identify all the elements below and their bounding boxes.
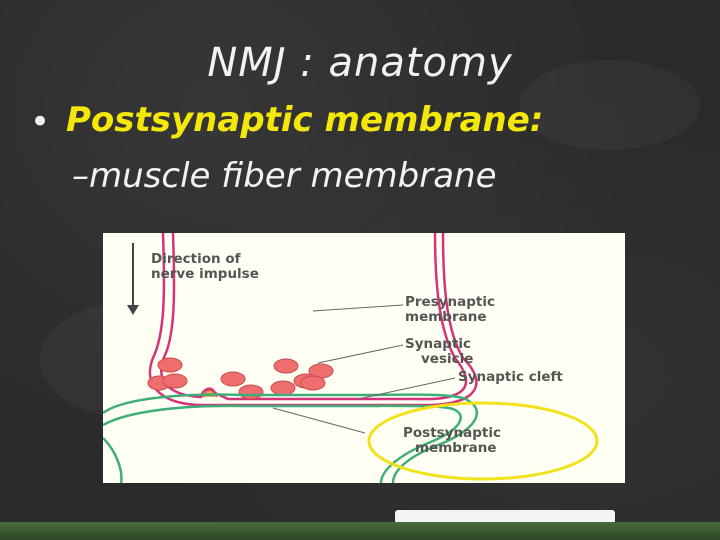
chalk-stick (395, 510, 615, 524)
sub-bullet-text: –muscle fiber membrane (72, 156, 497, 196)
direction-label-line1: Direction of (151, 251, 241, 267)
postsynaptic-left-edge (103, 437, 123, 483)
postsynaptic-inner-membrane (103, 404, 462, 483)
vesicle-label-line1: Synaptic (405, 336, 471, 352)
bullet-dot: • (30, 102, 51, 142)
leader-postsynaptic (272, 407, 366, 434)
presynaptic-outer-membrane (148, 233, 478, 407)
leader-cleft (357, 377, 456, 400)
leader-vesicle (317, 344, 404, 364)
vesicle (270, 380, 296, 396)
presynaptic-inner-membrane (160, 233, 468, 401)
vesicle (157, 357, 183, 373)
direction-arrow-head (127, 305, 139, 315)
synaptic-vesicles (147, 357, 334, 400)
postsynaptic-outer-membrane (103, 393, 479, 483)
leader-lines (272, 304, 456, 434)
vesicle (300, 375, 326, 391)
vesicle (220, 371, 246, 387)
vesicle (238, 384, 264, 400)
chalk-tray (0, 522, 720, 540)
vesicle (273, 358, 299, 374)
presynaptic-label-line1: Presynaptic (405, 294, 495, 310)
nmj-diagram-svg: Direction of nerve impulse Presynaptic m… (103, 233, 599, 483)
direction-label-line2: nerve impulse (151, 266, 259, 282)
presynaptic-label-line2: membrane (405, 309, 487, 325)
highlight-ellipse (367, 401, 599, 481)
vesicle (162, 373, 188, 389)
postsynaptic-label-line2: membrane (415, 440, 497, 456)
cleft-label: Synaptic cleft (458, 369, 563, 385)
leader-presynaptic (312, 304, 404, 312)
slide-title: NMJ : anatomy (207, 40, 513, 86)
nmj-diagram: Direction of nerve impulse Presynaptic m… (103, 233, 625, 483)
postsynaptic-label-line1: Postsynaptic (403, 425, 501, 441)
vesicle-label-line2: vesicle (421, 351, 473, 367)
bullet-text: Postsynaptic membrane: (66, 100, 544, 140)
